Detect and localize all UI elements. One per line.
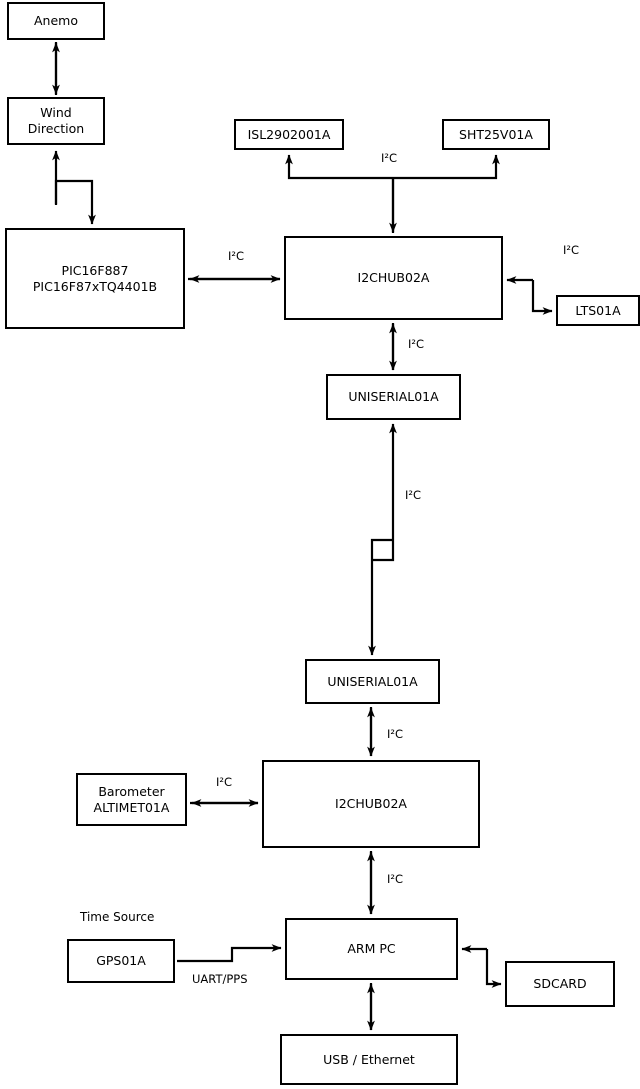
- node-arm-pc[interactable]: ARM PC: [285, 918, 458, 980]
- node-sht25v01a-label: SHT25V01A: [459, 126, 533, 142]
- edge-gps-arm: [177, 944, 282, 963]
- node-usb-ethernet-label: USB / Ethernet: [323, 1051, 415, 1067]
- node-pic-mcu-label: PIC16F887 PIC16F87xTQ4401B: [32, 262, 158, 294]
- edge-bus-to-isl: [285, 154, 393, 180]
- node-uniserial01a-upper-label: UNISERIAL01A: [348, 389, 439, 405]
- node-lts01a[interactable]: LTS01A: [556, 295, 640, 326]
- node-uniserial01a-upper[interactable]: UNISERIAL01A: [326, 374, 461, 420]
- edge-label-i2c-hub-arm: I²C: [387, 872, 404, 886]
- node-isl2902001a[interactable]: ISL2902001A: [234, 119, 344, 150]
- edge-label-uart-pps: UART/PPS: [192, 972, 248, 986]
- node-uniserial01a-lower-label: UNISERIAL01A: [327, 673, 418, 689]
- node-uniserial01a-lower[interactable]: UNISERIAL01A: [305, 659, 440, 704]
- node-i2chub02a-bottom[interactable]: I2CHUB02A: [262, 760, 480, 848]
- edge-pic-winddir-jog: [54, 179, 96, 225]
- node-lts01a-label: LTS01A: [575, 302, 621, 318]
- node-wind-direction[interactable]: Wind Direction: [7, 97, 105, 145]
- edge-label-i2c-uniserial-hub: I²C: [387, 727, 404, 741]
- edge-bus-to-sht: [393, 154, 500, 180]
- node-anemo-label: Anemo: [34, 13, 78, 29]
- node-barometer-altimet01a[interactable]: Barometer ALTIMET01A: [76, 773, 187, 826]
- edge-label-i2c-uniserial-link: I²C: [405, 488, 422, 502]
- node-i2chub02a-bottom-label: I2CHUB02A: [335, 796, 407, 812]
- node-i2chub02a-top[interactable]: I2CHUB02A: [284, 236, 503, 320]
- node-arm-pc-label: ARM PC: [347, 941, 396, 957]
- node-isl2902001a-label: ISL2902001A: [247, 126, 331, 142]
- node-usb-ethernet[interactable]: USB / Ethernet: [280, 1034, 458, 1085]
- node-sdcard[interactable]: SDCARD: [505, 961, 615, 1007]
- node-sht25v01a[interactable]: SHT25V01A: [442, 119, 550, 150]
- node-anemo[interactable]: Anemo: [7, 2, 105, 40]
- edge-label-i2c-hub-lts: I²C: [563, 243, 580, 257]
- node-gps01a[interactable]: GPS01A: [67, 939, 175, 983]
- edge-arm-sdcard-z: [485, 949, 502, 988]
- node-wind-direction-label: Wind Direction: [27, 105, 85, 136]
- edge-label-i2c-baro-hub: I²C: [216, 775, 233, 789]
- edge-label-i2c-isl-sht: I²C: [381, 151, 398, 165]
- edge-uniserialB-to-A-up: [372, 423, 397, 562]
- edge-label-i2c-pic-hub: I²C: [228, 249, 245, 263]
- edge-uniserialA-to-B-down: [368, 538, 393, 656]
- node-i2chub02a-top-label: I2CHUB02A: [357, 270, 430, 286]
- node-gps01a-label: GPS01A: [96, 953, 146, 969]
- node-pic-mcu[interactable]: PIC16F887 PIC16F87xTQ4401B: [5, 228, 185, 329]
- node-barometer-altimet01a-label: Barometer ALTIMET01A: [93, 783, 170, 815]
- node-sdcard-label: SDCARD: [533, 976, 587, 992]
- edge-label-i2c-hub-uniserial: I²C: [408, 337, 425, 351]
- edge-hub-lts-z: [531, 280, 553, 315]
- label-time-source: Time Source: [80, 910, 155, 924]
